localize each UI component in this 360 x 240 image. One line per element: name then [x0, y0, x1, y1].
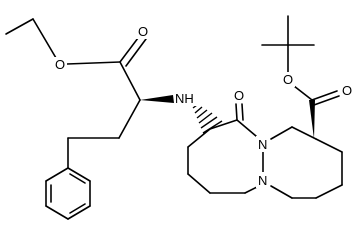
atom-label-ester-o-ethyl: O — [55, 57, 65, 72]
atom-label-boc-carbonyl-o: O — [342, 83, 352, 98]
bond-carbonyl-c-alpha-c — [119, 61, 141, 101]
bond-ethyl-ch3-ch2 — [5, 18, 34, 35]
six-membered-ring — [270, 126, 343, 199]
atom-label-amine-nh: NH — [175, 91, 194, 106]
hashed-bond-ring-nh — [192, 104, 223, 134]
bond-carbonyl-double-2 — [125, 38, 147, 67]
phenyl-bond-3 — [67, 205, 91, 220]
ring7-bond-c3-c4 — [187, 173, 211, 194]
ring7-bond-c1-c6 — [209, 119, 238, 130]
lactam-double-2 — [241, 103, 244, 121]
ring6-bond-c4-c5 — [315, 184, 343, 199]
atom-labels: O O NH O N N O O — [53, 24, 354, 188]
lactam-double-1 — [235, 103, 238, 121]
phenyl-bond-6 — [45, 167, 69, 182]
boc-bond-carbonyl-o-ester — [293, 85, 313, 101]
seven-membered-ring — [187, 103, 260, 194]
alpha-chain — [67, 61, 174, 169]
amine-link — [192, 104, 223, 134]
ring7-bond-c1-c2 — [187, 128, 211, 148]
bond-o-carbonyl-c — [66, 61, 121, 65]
boc-carbonyl-double-2 — [313, 95, 340, 106]
ring6-bond-c2-c3 — [315, 138, 343, 153]
wedge-bond-alpha-nh — [140, 95, 174, 103]
atom-label-ester-carbonyl-o: O — [138, 24, 148, 39]
ring6-bond-c1-c2 — [291, 126, 317, 140]
wedge-bond-ring-carbonyl — [309, 100, 315, 139]
ring6-bond-c6-n2 — [270, 185, 293, 199]
atom-label-ring-n1: N — [258, 137, 267, 152]
ring7-bond-c6-n1 — [236, 119, 257, 137]
ethyl-ester-group — [5, 18, 147, 67]
atom-label-lactam-o: O — [234, 88, 244, 103]
phenyl-double-2 — [69, 203, 86, 214]
atom-label-ring-n2: N — [258, 173, 267, 188]
atom-label-boc-o-ester: O — [283, 72, 293, 87]
phenyl-ring — [45, 167, 91, 220]
bond-alpha-ch2 — [118, 99, 141, 139]
boc-carbonyl-double-1 — [311, 90, 338, 101]
bond-ethyl-ch2-o — [32, 18, 57, 59]
phenyl-bond-4 — [45, 205, 69, 220]
phenyl-bond-1 — [67, 167, 91, 182]
tert-butyl-ester-group — [261, 15, 340, 139]
phenyl-double-1 — [69, 173, 86, 184]
ring6-bond-n1-c1 — [270, 126, 293, 140]
